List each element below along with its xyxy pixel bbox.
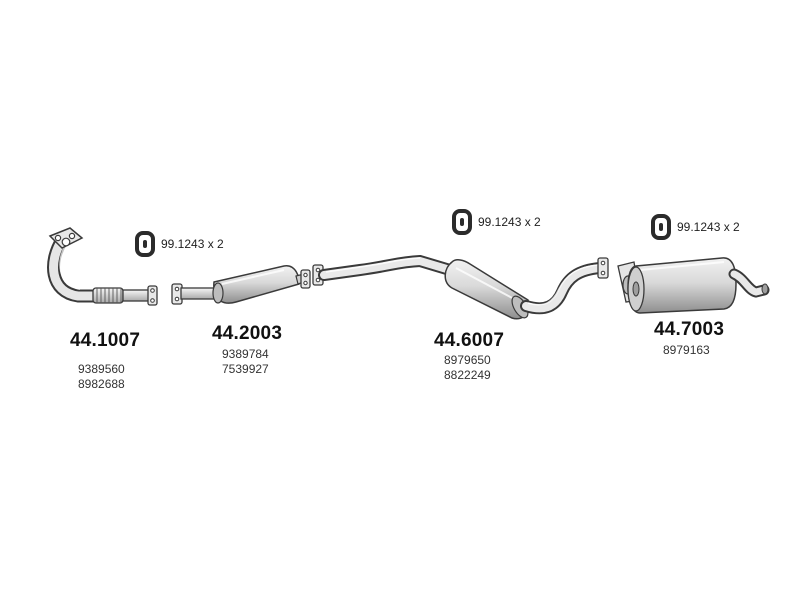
oem-number: 8979650 [444, 353, 491, 367]
part-number[interactable]: 44.2003 [212, 323, 283, 344]
center-silencer-44-2003[interactable] [171, 265, 311, 305]
oem-number: 8982688 [78, 377, 125, 391]
outlet-flange [147, 285, 158, 306]
oem-number: 9389784 [222, 347, 269, 361]
mount-ring-icon[interactable] [651, 214, 671, 240]
rear-silencer-44-7003[interactable] [617, 257, 770, 314]
inlet-flange [48, 227, 84, 249]
oem-number: 9389560 [78, 362, 125, 376]
mount-ring-icon[interactable] [452, 209, 472, 235]
tailpipe [728, 268, 770, 298]
oem-number: 8979163 [663, 343, 710, 357]
part-number[interactable]: 44.1007 [70, 330, 141, 351]
oem-numbers: 8979163 [663, 343, 710, 358]
oem-number: 7539927 [222, 362, 269, 376]
mount-ring-label: 99.1243 x 2 [677, 220, 740, 234]
oem-numbers: 8979650 8822249 [444, 353, 491, 383]
mount-ring-label: 99.1243 x 2 [161, 237, 224, 251]
mount-ring-icon[interactable] [135, 231, 155, 257]
silencer-body [213, 265, 300, 304]
outlet-flange [300, 269, 311, 289]
part-number[interactable]: 44.7003 [654, 319, 725, 340]
part-number[interactable]: 44.6007 [434, 330, 505, 351]
middle-silencer-44-6007[interactable] [312, 254, 609, 320]
oem-numbers: 9389560 8982688 [78, 362, 125, 392]
oem-number: 8822249 [444, 368, 491, 382]
mount-ring-label: 99.1243 x 2 [478, 215, 541, 229]
front-pipe-44-1007[interactable] [47, 227, 158, 306]
flex-section [92, 287, 124, 304]
outlet-flange [597, 257, 609, 279]
oem-numbers: 9389784 7539927 [222, 347, 269, 377]
